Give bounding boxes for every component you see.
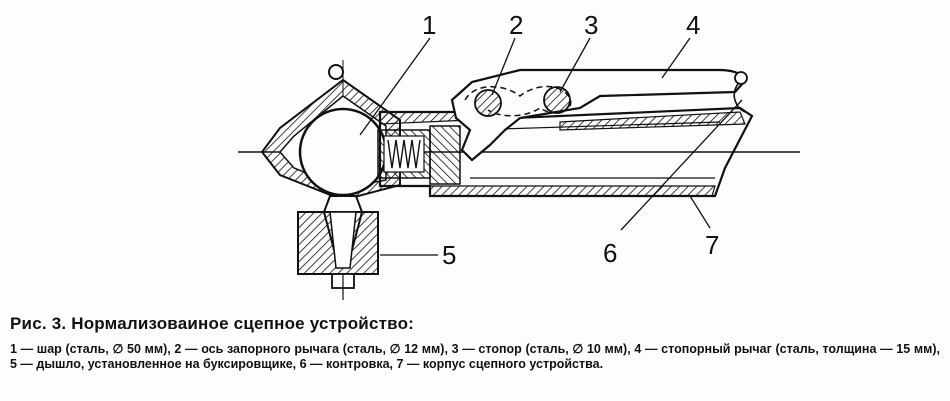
label-2: 2 <box>509 10 523 40</box>
label-5: 5 <box>442 240 456 270</box>
figure-caption-title: Рис. 3. Нормализоваиное сцепное устройст… <box>10 314 414 334</box>
safety-wire <box>733 71 748 113</box>
label-1: 1 <box>422 10 436 40</box>
ball <box>298 107 388 197</box>
spring-plunger <box>377 125 461 185</box>
label-4: 4 <box>686 10 700 40</box>
figure-title: Нормализоваиное сцепное устройство: <box>71 314 415 333</box>
figure-label: Рис. 3. <box>10 314 67 333</box>
stopper <box>543 86 571 114</box>
drawbar <box>297 195 379 300</box>
label-7: 7 <box>705 230 719 260</box>
coupling-device-drawing: 1 2 3 4 5 6 7 <box>238 10 800 300</box>
figure-caption-legend: 1 — шар (сталь, ∅ 50 мм), 2 — ось запорн… <box>10 342 940 371</box>
label-6: 6 <box>603 238 617 268</box>
lever-axis <box>474 89 502 117</box>
leader-lines <box>359 37 743 256</box>
label-3: 3 <box>584 10 598 40</box>
